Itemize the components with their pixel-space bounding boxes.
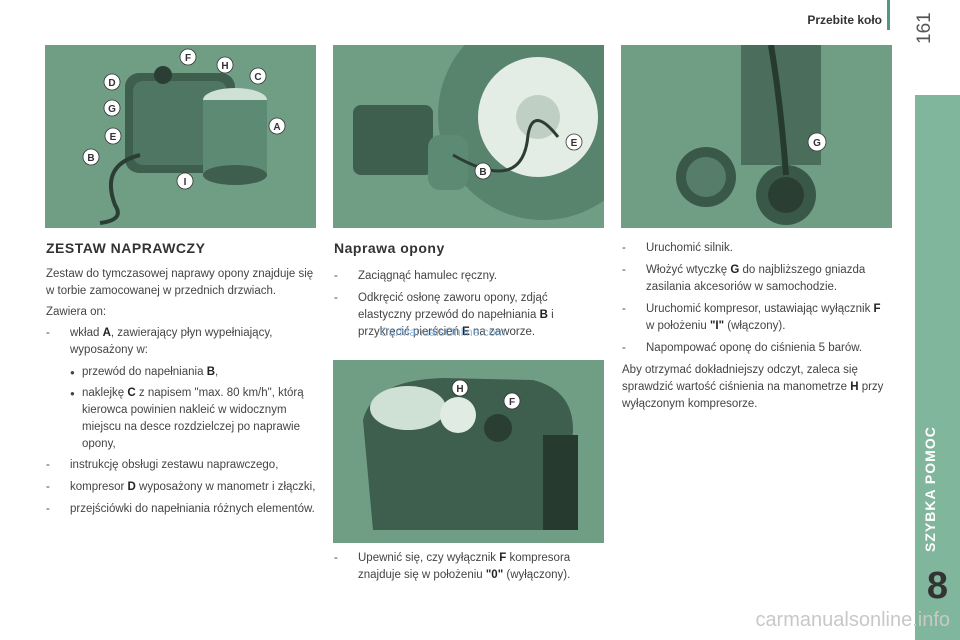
- contains-label: Zawiera on:: [46, 306, 107, 318]
- image-wheel-connection: E B: [333, 45, 604, 228]
- callout-label: C: [254, 72, 261, 83]
- callout-label: D: [108, 78, 115, 89]
- column-tyre-repair-top: Zaciągnąć hamulec ręczny. Odkręcić osłon…: [334, 268, 599, 346]
- column-tyre-repair-bottom: Upewnić się, czy wyłącznik F kompresora …: [334, 550, 599, 589]
- watermark-text: CarManualsOnline.com: [380, 325, 506, 339]
- callout-label: E: [571, 138, 578, 149]
- pressure-note: Aby otrzymać dokładniejszy odczyt, zalec…: [622, 364, 884, 410]
- section-heading-repair-kit: ZESTAW NAPRAWCZY: [46, 240, 206, 256]
- repair-kit-illustration: F H C D G A E B I: [45, 45, 316, 228]
- list-item: Odkręcić osłonę zaworu opony, zdjąć elas…: [334, 290, 599, 341]
- sub-list-item: naklejkę C z napisem "max. 80 km/h", któ…: [46, 385, 321, 453]
- list-item: Uruchomić silnik.: [622, 240, 892, 257]
- page-header-title: Przebite koło: [807, 13, 882, 27]
- page-number: 161: [914, 12, 935, 44]
- list-item: instrukcję obsługi zestawu naprawczego,: [46, 457, 321, 474]
- list-item: Upewnić się, czy wyłącznik F kompresora …: [334, 550, 599, 584]
- callout-label: E: [110, 132, 117, 143]
- callout-label: G: [108, 104, 116, 115]
- callout-label: H: [221, 61, 228, 72]
- callout-label: H: [456, 384, 463, 395]
- list-item: Napompować oponę do ciśnienia 5 barów.: [622, 340, 892, 357]
- callout-label: F: [509, 397, 515, 408]
- chapter-number: 8: [926, 565, 949, 607]
- callout-label: I: [184, 177, 187, 188]
- image-compressor-switch: H F: [333, 360, 604, 543]
- list-item: Włożyć wtyczkę G do najbliższego gniazda…: [622, 262, 892, 296]
- callout-label: B: [87, 153, 94, 164]
- list-item: wkład A, zawierający płyn wypełniający, …: [46, 325, 321, 359]
- footer-watermark: carmanualsonline.info: [755, 609, 950, 631]
- list-item: Uruchomić kompresor, ustawiając wyłączni…: [622, 301, 892, 335]
- section-heading-tyre-repair: Naprawa opony: [334, 240, 445, 256]
- column-inflation-steps: Uruchomić silnik. Włożyć wtyczkę G do na…: [622, 240, 892, 417]
- list-item: Zaciągnąć hamulec ręczny.: [334, 268, 599, 285]
- list-item: kompresor D wyposażony w manometr i złąc…: [46, 479, 321, 496]
- callout-label: A: [273, 122, 280, 133]
- side-tab-label: SZYBKA POMOC: [922, 426, 938, 552]
- image-power-socket: G: [621, 45, 892, 228]
- intro-paragraph: Zestaw do tymczasowej naprawy opony znaj…: [46, 268, 314, 297]
- header-accent-bar: [887, 0, 890, 30]
- image-repair-kit: F H C D G A E B I: [45, 45, 316, 228]
- sub-list-item: przewód do napełniania B,: [46, 364, 321, 381]
- callout-label: G: [813, 138, 821, 149]
- callout-label: F: [185, 53, 191, 64]
- list-item: przejściówki do napełniania różnych elem…: [46, 501, 321, 518]
- column-repair-kit: Zestaw do tymczasowej naprawy opony znaj…: [46, 266, 321, 523]
- callout-label: B: [479, 167, 486, 178]
- side-tab: [915, 95, 960, 640]
